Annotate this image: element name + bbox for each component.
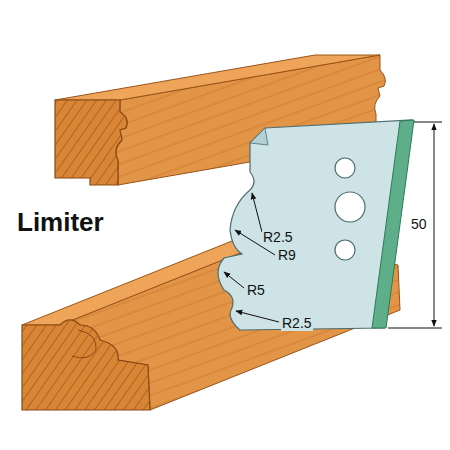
radius-label: R2.5 [262, 230, 294, 245]
cutting-edge [372, 120, 414, 328]
blade-bevel [250, 128, 268, 145]
top-molding [55, 55, 385, 185]
radius-label: R9 [277, 248, 297, 263]
leader-lines [224, 193, 279, 322]
leader-line [236, 311, 279, 322]
dimension [388, 122, 442, 328]
blade-hole [335, 192, 365, 222]
blade-hole [335, 158, 355, 178]
dimension-line [434, 124, 435, 326]
blade-hole [335, 240, 355, 260]
extension-line [414, 122, 442, 123]
limiter-blade [218, 120, 414, 330]
radius-label: R5 [246, 283, 266, 298]
bead-line [72, 330, 96, 358]
molding-top [55, 55, 380, 100]
leader-line [224, 272, 244, 288]
radius-label: R2.5 [281, 316, 313, 331]
leader-line [252, 193, 262, 232]
molding-end-profile [22, 320, 150, 410]
molding-end-profile [55, 100, 127, 185]
title-label: Limiter [16, 208, 105, 237]
dimension-label: 50 [410, 217, 428, 232]
extension-line [388, 328, 442, 329]
